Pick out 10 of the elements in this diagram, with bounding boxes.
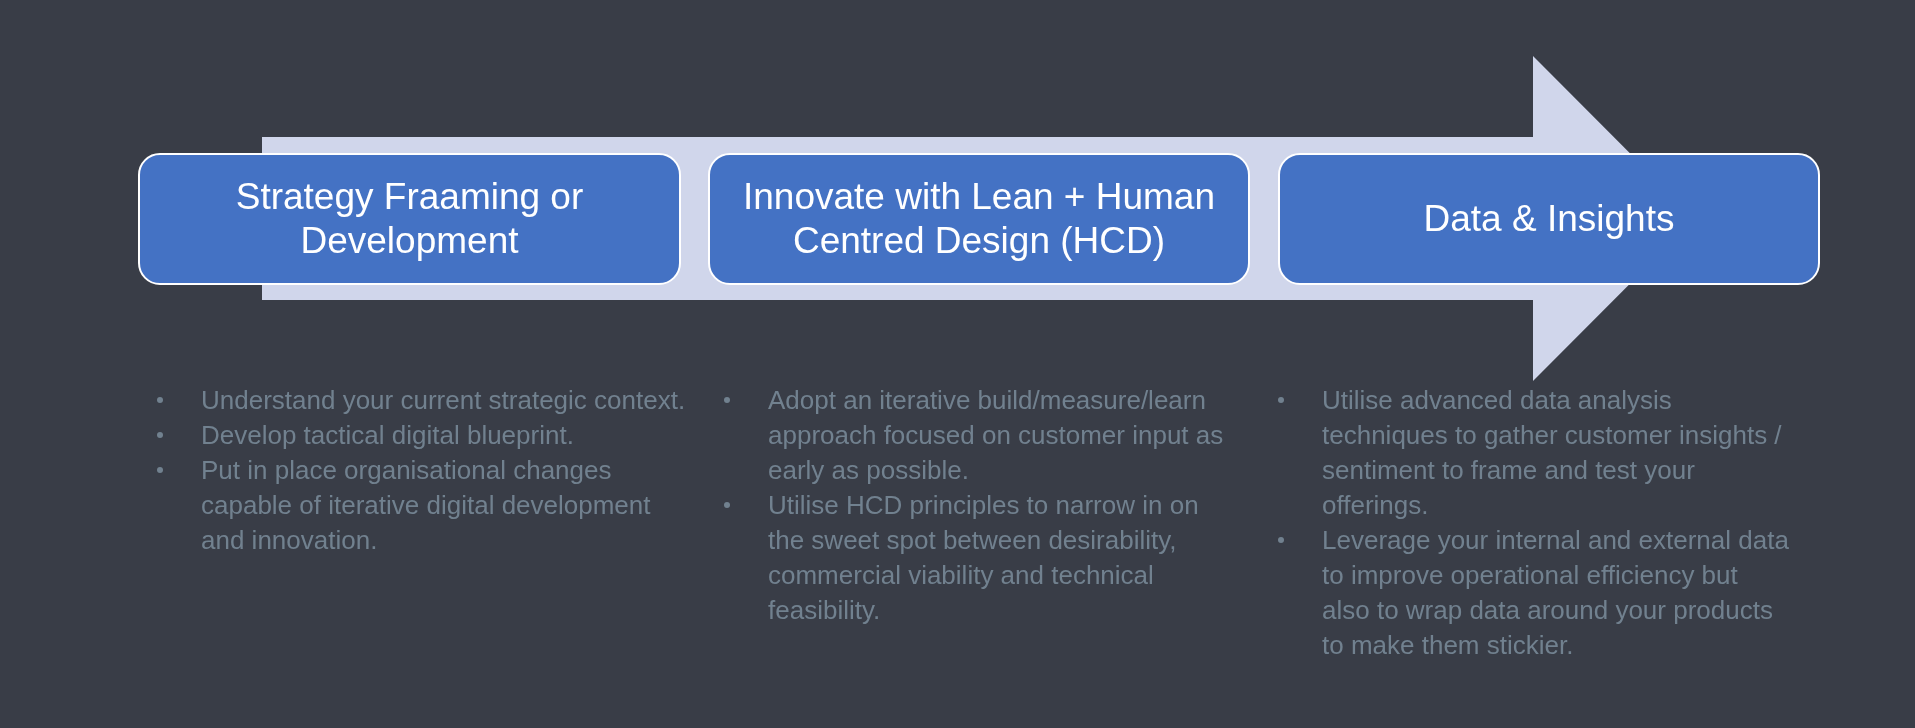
- bullet-text: Understand your current strategic context.: [201, 384, 686, 417]
- bullet-text: Put in place organisational changes capable of iterative digital development and innovation.: [201, 454, 652, 557]
- bullet-text: Adopt an iterative build/measure/learn approach focused on customer input as early as possible.: [768, 384, 1225, 487]
- process-step-box: Data & Insights: [1278, 153, 1820, 285]
- bullet-text: Utilise HCD principles to narrow in on the sweet spot between desirability, commercial viability and technical feasibility.: [768, 489, 1200, 627]
- process-step-box: Innovate with Lean + Human Centred Design (HCD): [708, 153, 1250, 285]
- bullet-text: Leverage your internal and external data to improve operational efficiency but also to wrap data around your products to make them stickier.: [1322, 524, 1790, 662]
- bullet-text: Develop tactical digital blueprint.: [201, 419, 574, 452]
- bullet-text: Utilise advanced data analysis techniques to gather customer insights / sentiment to frame and test your offerings.: [1322, 384, 1783, 522]
- process-step-box: Strategy Fraaming or Development: [138, 153, 681, 285]
